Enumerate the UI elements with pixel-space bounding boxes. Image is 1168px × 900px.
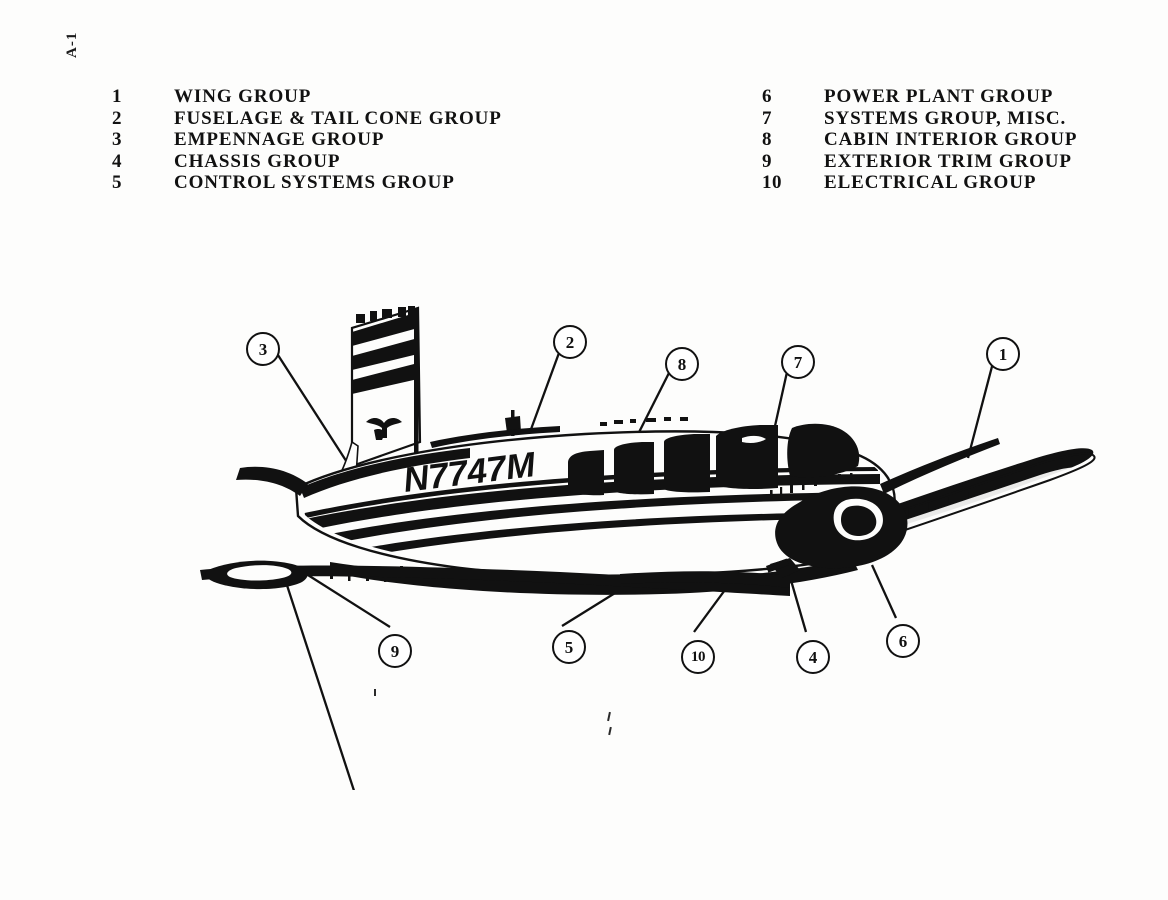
legend-number: 1 <box>112 86 122 107</box>
near-wing <box>200 560 790 596</box>
window-mid-front <box>664 434 710 493</box>
callout-number: 4 <box>808 647 818 667</box>
legend-right-column: 6 POWER PLANT GROUP 7 SYSTEMS GROUP, MIS… <box>762 86 1077 194</box>
legend-item: 9 EXTERIOR TRIM GROUP <box>762 151 1077 173</box>
callout-2[interactable]: 2 <box>553 325 587 359</box>
legend-label: SYSTEMS GROUP, MISC. <box>824 107 1067 129</box>
legend-number: 7 <box>762 107 772 129</box>
window-mid-rear <box>614 442 654 495</box>
legend-item: 5 CONTROL SYSTEMS GROUP <box>112 172 502 194</box>
callout-7[interactable]: 7 <box>781 345 815 379</box>
legend-item: 1 WING GROUP <box>112 86 502 108</box>
windshield <box>787 423 860 478</box>
page-corner-mark: A-1 <box>64 31 80 58</box>
engine-cowling <box>770 438 1000 569</box>
legend-label: EMPENNAGE GROUP <box>174 129 385 150</box>
legend-label: POWER PLANT GROUP <box>824 86 1054 107</box>
legend-left-column: 1 WING GROUP 2 FUSELAGE & TAIL CONE GROU… <box>112 86 502 194</box>
callout-10[interactable]: 10 <box>681 640 715 674</box>
leader-line-6 <box>870 564 898 619</box>
legend-number: 9 <box>762 150 772 172</box>
legend-label: ELECTRICAL GROUP <box>824 172 1037 193</box>
window-rear <box>568 450 604 496</box>
callout-number: 1 <box>998 344 1008 364</box>
leader-line-2 <box>528 341 565 433</box>
leader-lines <box>275 341 997 790</box>
legend-number: 3 <box>112 129 122 150</box>
callout-number: 3 <box>258 339 268 359</box>
legend-number: 10 <box>762 172 782 193</box>
legend-number: 5 <box>112 172 122 193</box>
callout-9[interactable]: 9 <box>378 634 412 668</box>
legend-label: FUSELAGE & TAIL CONE GROUP <box>174 107 502 129</box>
window-front <box>716 425 778 489</box>
callout-6[interactable]: 6 <box>886 624 920 658</box>
leader-line-9 <box>281 572 355 790</box>
v-tail-empennage <box>336 306 422 479</box>
callout-1[interactable]: 1 <box>986 337 1020 371</box>
callout-number: 5 <box>564 637 574 657</box>
callout-3[interactable]: 3 <box>246 332 280 366</box>
legend-label: CHASSIS GROUP <box>174 150 341 172</box>
legend-item: 10 ELECTRICAL GROUP <box>762 172 1077 194</box>
legend-item: 8 CABIN INTERIOR GROUP <box>762 129 1077 151</box>
legend-item: 2 FUSELAGE & TAIL CONE GROUP <box>112 108 502 130</box>
callout-number: 6 <box>898 631 908 651</box>
legend-item: 7 SYSTEMS GROUP, MISC. <box>762 108 1077 130</box>
callout-8[interactable]: 8 <box>665 347 699 381</box>
legend-label: WING GROUP <box>174 86 312 107</box>
leader-line-9b <box>299 569 391 628</box>
callout-number: 2 <box>565 332 575 352</box>
legend-item: 6 POWER PLANT GROUP <box>762 86 1077 108</box>
legend-item: 4 CHASSIS GROUP <box>112 151 502 173</box>
legend-item: 3 EMPENNAGE GROUP <box>112 129 502 151</box>
legend-number: 4 <box>112 150 122 172</box>
leader-line-3 <box>275 351 353 471</box>
manufacturer-emblem <box>366 417 402 440</box>
callout-4[interactable]: 4 <box>796 640 830 674</box>
aircraft-illustration: N7747M <box>200 306 1096 790</box>
cabin-windows <box>568 423 860 496</box>
legend-number: 6 <box>762 86 772 107</box>
legend-label: EXTERIOR TRIM GROUP <box>824 150 1072 172</box>
callout-number: 9 <box>390 641 400 661</box>
leader-line-1 <box>966 354 997 459</box>
callout-number: 10 <box>691 648 706 665</box>
callout-5[interactable]: 5 <box>552 630 586 664</box>
legend-number: 8 <box>762 129 772 150</box>
landing-gear <box>766 558 800 578</box>
antenna-mast <box>430 410 688 448</box>
legend-label: CABIN INTERIOR GROUP <box>824 129 1078 150</box>
callout-number: 8 <box>677 354 687 374</box>
callout-number: 7 <box>793 352 803 372</box>
scan-artifact <box>374 689 376 696</box>
legend-number: 2 <box>112 107 122 129</box>
legend-label: CONTROL SYSTEMS GROUP <box>174 172 455 193</box>
